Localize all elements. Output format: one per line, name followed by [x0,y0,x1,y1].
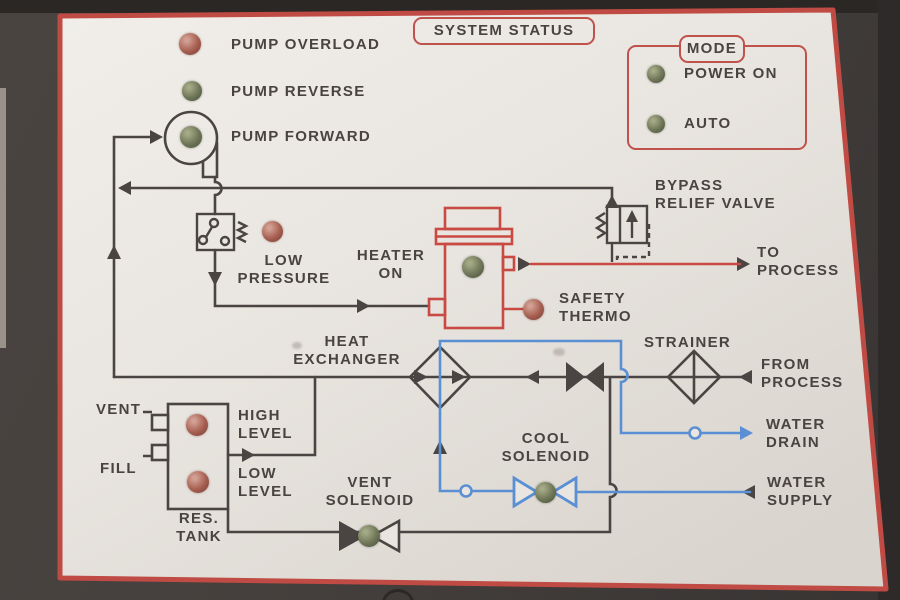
arrow-to-heater [357,299,370,313]
arrow-into-pump [150,130,163,144]
system-status-title-box: SYSTEM STATUS [413,17,595,45]
flow-arrows [107,130,755,499]
panel-face [57,7,889,592]
mode-label: MODE [686,40,738,57]
reservoir-tank-symbol [143,402,230,511]
tank-level-line [226,375,317,457]
high-level-led [186,414,208,436]
mode-tab: MODE [679,35,745,63]
page-title: SYSTEM STATUS [433,22,575,39]
panel-smudge [292,342,302,349]
strainer-symbol [666,349,722,405]
arrow-from-process [739,370,752,384]
arrow-heater-out [518,257,531,271]
vent-port [150,413,170,432]
photo-right-edge [878,0,900,600]
res-tank-label: RES.TANK [176,510,222,545]
arrow-to-process [737,257,750,271]
panel-smudge [553,348,565,356]
arrow-into-hx [526,370,539,384]
vent-solenoid-valve-symbol [339,518,401,554]
spring-icon [594,211,608,240]
heater-symbol [427,206,742,330]
arrow-bypass-up [605,195,619,208]
drain-orifice-icon [688,426,702,440]
pump-overload-led [179,33,201,55]
arrow-discharge-down [208,272,222,286]
pilot-dashed-line [615,224,651,263]
spring-icon [235,220,249,244]
blue-piping [438,339,752,498]
fill-label: FILL [100,460,137,477]
pump-suction-line [112,135,158,379]
black-piping [112,135,750,534]
vent-label: VENT [96,401,142,418]
cool-solenoid-valve-symbol [512,475,578,509]
vent-solenoid-led [358,525,380,547]
low-pressure-led [262,221,283,242]
heat-exchanger-symbol [408,345,472,410]
bypass-relief-valve-symbol [594,204,651,263]
pressure-switch-symbol [195,212,249,252]
arrow-riser-up [107,245,121,259]
photo-left-sliver [0,88,6,348]
cool-orifice-icon [459,484,473,498]
pump-symbol [163,110,219,179]
arrow-return-left [118,181,131,195]
low-level-led [187,471,209,493]
heater-on-led [462,256,484,278]
cool-feed-line [438,345,515,493]
pump-forward-led [180,126,202,148]
fill-port [150,443,170,462]
pump-discharge-upper [213,175,223,216]
water-drain-line [438,339,746,435]
arrow-water-drain [740,426,753,440]
pump-reverse-label: PUMP REVERSE [231,83,366,100]
shutoff-valve-symbol [566,362,604,392]
pump-forward-label: PUMP FORWARD [231,128,372,145]
arrow-tank-out [242,448,255,462]
strainer-label: STRAINER [644,334,732,351]
power-on-label: POWER ON [684,65,778,82]
auto-label: AUTO [684,115,732,132]
pump-overload-label: PUMP OVERLOAD [231,36,381,53]
cool-solenoid-led [535,482,556,503]
pump-reverse-led [182,81,202,101]
auto-led [647,115,665,133]
power-on-led [647,65,665,83]
safety-thermo-led [523,299,544,320]
